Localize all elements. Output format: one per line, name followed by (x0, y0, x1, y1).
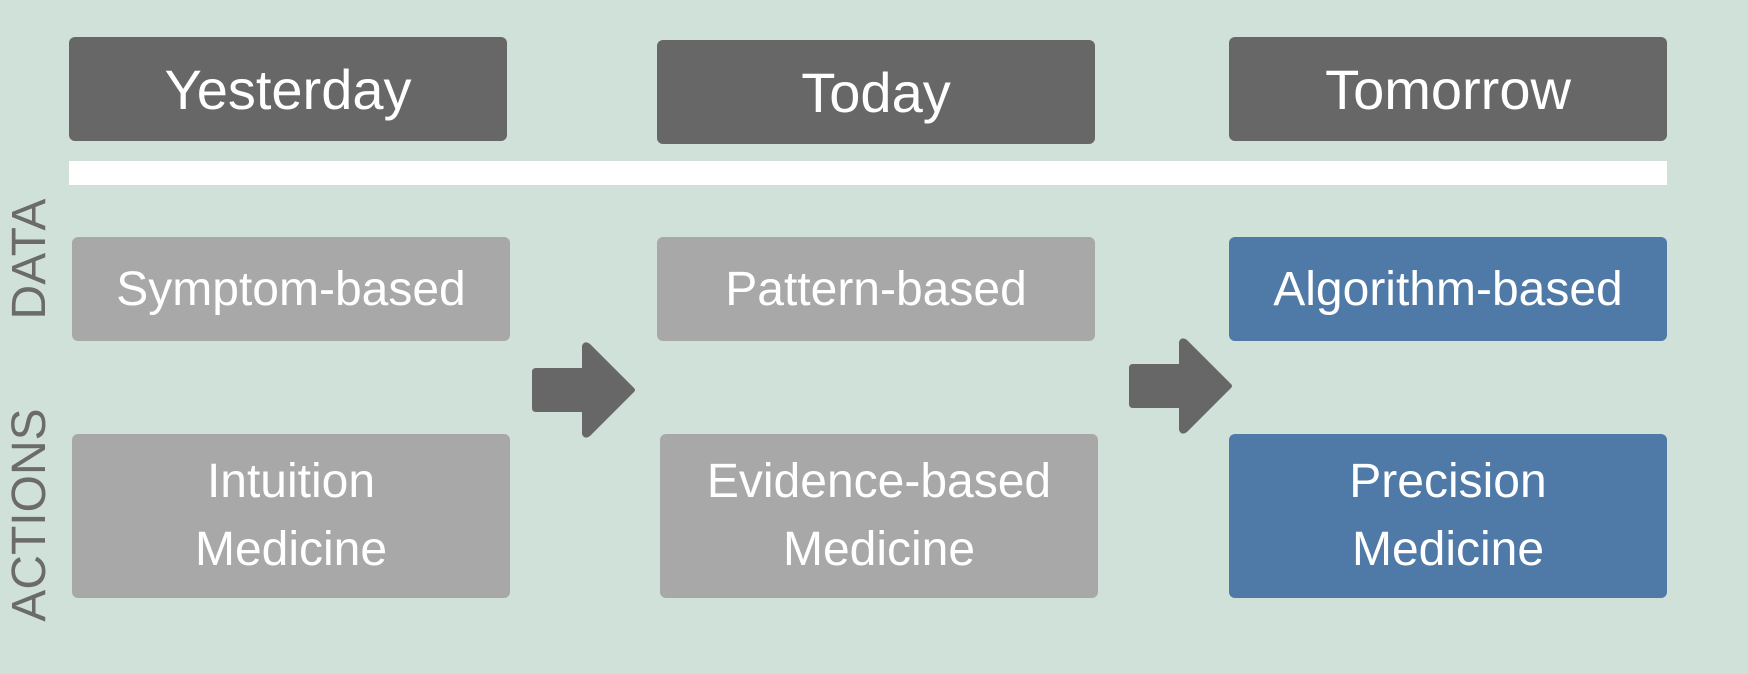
actions-tomorrow-line1: Precision (1349, 455, 1547, 508)
row-label-data: DATA (3, 198, 56, 320)
header-divider (69, 161, 1667, 185)
data-today-label: Pattern-based (725, 262, 1027, 316)
header-tomorrow-label: Tomorrow (1325, 57, 1571, 121)
header-yesterday-label: Yesterday (164, 57, 412, 121)
data-today-box: Pattern-based (657, 237, 1095, 341)
actions-yesterday-line1: Intuition (206, 455, 376, 508)
data-tomorrow-box: Algorithm-based (1229, 237, 1667, 341)
arrow-right-icon (532, 342, 635, 438)
data-yesterday-box: Symptom-based (72, 237, 510, 341)
actions-tomorrow-box: Precision Medicine (1229, 434, 1667, 598)
header-today-label: Today (801, 60, 951, 124)
actions-tomorrow-line2: Medicine (1351, 523, 1545, 576)
header-yesterday: Yesterday (69, 37, 507, 141)
header-tomorrow: Tomorrow (1229, 37, 1667, 141)
arrow-right-icon (1129, 338, 1232, 434)
row-label-actions: ACTIONS (3, 408, 56, 622)
header-today: Today (657, 40, 1095, 144)
actions-yesterday-line2: Medicine (194, 523, 388, 576)
data-tomorrow-label: Algorithm-based (1273, 262, 1623, 316)
actions-yesterday-box: Intuition Medicine (72, 434, 510, 598)
actions-today-box: Evidence-based Medicine (660, 434, 1098, 598)
actions-today-line2: Medicine (782, 523, 976, 576)
data-yesterday-label: Symptom-based (116, 262, 466, 316)
actions-today-line1: Evidence-based (706, 455, 1052, 508)
